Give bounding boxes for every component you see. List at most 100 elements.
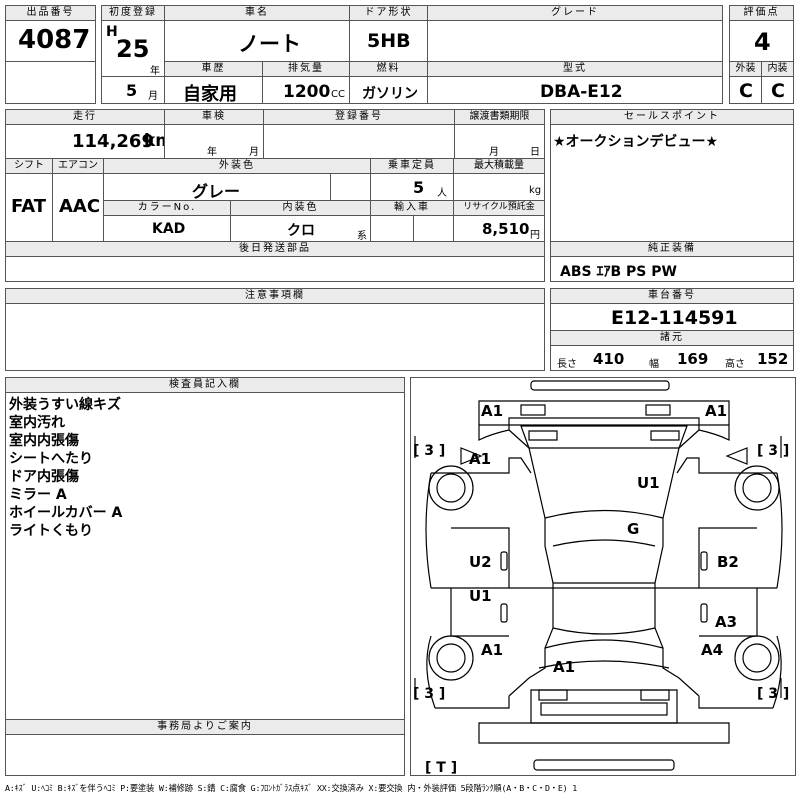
max-load-unit: kg bbox=[529, 185, 542, 196]
damage-mark: A1 bbox=[469, 450, 491, 468]
ext-grade: C bbox=[739, 80, 753, 102]
door-type: 5HB bbox=[367, 30, 411, 52]
ac-label: エアコン bbox=[52, 158, 104, 174]
ac: AAC bbox=[59, 196, 101, 217]
recycle-label: リサイクル預託金 bbox=[453, 200, 545, 216]
model: DBA-E12 bbox=[540, 82, 623, 102]
sales-point: ★オークションデビュー★ bbox=[553, 134, 719, 150]
recycle-box: 8,510 円 bbox=[453, 215, 545, 242]
lot-empty-box bbox=[5, 61, 96, 104]
import-label: 輸入車 bbox=[370, 200, 454, 216]
history: 自家用 bbox=[183, 84, 237, 105]
car-name-label: 車名 bbox=[164, 5, 350, 21]
transfer-box: 月 日 bbox=[454, 124, 545, 159]
model-box: DBA-E12 bbox=[427, 76, 723, 104]
month-box: 5 月 bbox=[101, 76, 165, 104]
inspector-line: 外装うすい線キズ bbox=[9, 397, 121, 413]
import-box bbox=[370, 215, 414, 242]
grade-label: グレード bbox=[427, 5, 723, 21]
damage-mark: B2 bbox=[717, 553, 739, 571]
ac-box: AAC bbox=[52, 173, 104, 242]
damage-mark: A1 bbox=[705, 402, 727, 420]
recycle: 8,510 bbox=[482, 220, 530, 238]
insp-month-unit: 月 bbox=[249, 147, 259, 158]
grade-box bbox=[427, 20, 723, 62]
exterior-color: グレー bbox=[192, 182, 241, 201]
inspector-line: ドア内張傷 bbox=[9, 469, 79, 485]
damage-mark: A1 bbox=[553, 658, 575, 676]
inspector-label: 検査員記入欄 bbox=[5, 377, 405, 393]
transfer-day-unit: 日 bbox=[530, 147, 540, 158]
interior-color-label: 内装色 bbox=[230, 200, 371, 216]
inspector-line: ミラー A bbox=[9, 487, 67, 503]
width-label: 幅 bbox=[649, 359, 659, 370]
chassis-label: 車台番号 bbox=[550, 288, 794, 304]
displacement: 1200 bbox=[283, 82, 331, 102]
interior-color-box: クロ 系 bbox=[230, 215, 371, 242]
tire-mark: [ 3 ] bbox=[757, 686, 789, 702]
inspector-line: 室内汚れ bbox=[9, 415, 65, 431]
width: 169 bbox=[677, 350, 709, 368]
first-reg-label: 初度登録 bbox=[101, 5, 165, 21]
car-name: ノート bbox=[238, 32, 301, 56]
displacement-unit: CC bbox=[331, 89, 345, 100]
inspector-line: 室内内張傷 bbox=[9, 433, 79, 449]
reg-no-box bbox=[263, 124, 455, 159]
inspector-line: ホイールカバー A bbox=[9, 505, 123, 521]
notes-label: 注意事項欄 bbox=[5, 288, 545, 304]
sales-point-box: ★オークションデビュー★ bbox=[550, 124, 794, 242]
transfer-month-unit: 月 bbox=[489, 147, 499, 158]
height-label: 高さ bbox=[725, 359, 745, 370]
capacity-box: 5 人 bbox=[370, 173, 454, 201]
fuel: ガソリン bbox=[362, 86, 418, 102]
color-no-label: カラーNo. bbox=[103, 200, 231, 216]
model-label: 型式 bbox=[427, 61, 723, 77]
tire-mark: [ 3 ] bbox=[413, 443, 445, 459]
score: 4 bbox=[754, 28, 771, 56]
inspector-box: 外装うすい線キズ 室内汚れ 室内内張傷 シートへたり ドア内張傷 ミラー A ホ… bbox=[5, 392, 405, 720]
displacement-label: 排気量 bbox=[262, 61, 350, 77]
inspection-box: 年 月 bbox=[164, 124, 264, 159]
height: 152 bbox=[757, 350, 789, 368]
reg-year: 25 bbox=[116, 35, 150, 63]
length-label: 長さ bbox=[557, 359, 577, 370]
length: 410 bbox=[593, 350, 625, 368]
damage-mark: U1 bbox=[469, 587, 492, 605]
exterior-color-box: グレー bbox=[103, 173, 331, 201]
inspector-notes: 外装うすい線キズ 室内汚れ 室内内張傷 シートへたり ドア内張傷 ミラー A ホ… bbox=[9, 396, 122, 540]
damage-mark: A3 bbox=[715, 613, 737, 631]
equipment-label: 純正装備 bbox=[550, 241, 794, 257]
first-reg-box: H 25 年 bbox=[101, 20, 165, 77]
later-parts-box bbox=[5, 256, 545, 282]
color-no-box: KAD bbox=[103, 215, 231, 242]
exterior-color-label: 外装色 bbox=[103, 158, 371, 174]
door-label: ドア形状 bbox=[349, 5, 428, 21]
inspector-line: ライトくもり bbox=[9, 523, 93, 539]
spare-tire-mark: [ T ] bbox=[425, 760, 457, 776]
max-load-label: 最大積載量 bbox=[453, 158, 545, 174]
insp-year-unit: 年 bbox=[207, 147, 217, 158]
later-parts-label: 後日発送部品 bbox=[5, 241, 545, 257]
chassis-box: E12-114591 bbox=[550, 303, 794, 331]
legend: A:ｷｽﾞ U:ﾍｺﾐ B:ｷｽﾞを伴うﾍｺﾐ P:要塗装 W:補修跡 S:錆 … bbox=[5, 783, 578, 793]
chassis: E12-114591 bbox=[611, 307, 738, 329]
car-diagram: A1 A1 A1 U1 G U2 B2 U1 A3 A1 A4 A1 [ 3 ]… bbox=[410, 377, 796, 776]
damage-mark: G bbox=[627, 520, 639, 538]
capacity-unit: 人 bbox=[437, 188, 447, 199]
import-box-2 bbox=[413, 215, 454, 242]
capacity: 5 bbox=[413, 178, 425, 197]
car-diagram-svg: A1 A1 A1 U1 G U2 B2 U1 A3 A1 A4 A1 [ 3 ]… bbox=[413, 380, 789, 776]
recycle-unit: 円 bbox=[530, 230, 540, 241]
damage-mark: A1 bbox=[481, 641, 503, 659]
ext-grade-box: C bbox=[729, 76, 762, 104]
fuel-box: ガソリン bbox=[349, 76, 428, 104]
lot-number: 4087 bbox=[18, 25, 91, 55]
door-box: 5HB bbox=[349, 20, 428, 62]
damage-mark: U2 bbox=[469, 553, 492, 571]
displacement-box: 1200 CC bbox=[262, 76, 350, 104]
tire-mark: [ 3 ] bbox=[413, 686, 445, 702]
lot-box: 4087 bbox=[5, 20, 96, 62]
max-load-box: kg bbox=[453, 173, 545, 201]
interior-color-unit: 系 bbox=[357, 231, 367, 242]
damage-mark: A4 bbox=[701, 641, 723, 659]
